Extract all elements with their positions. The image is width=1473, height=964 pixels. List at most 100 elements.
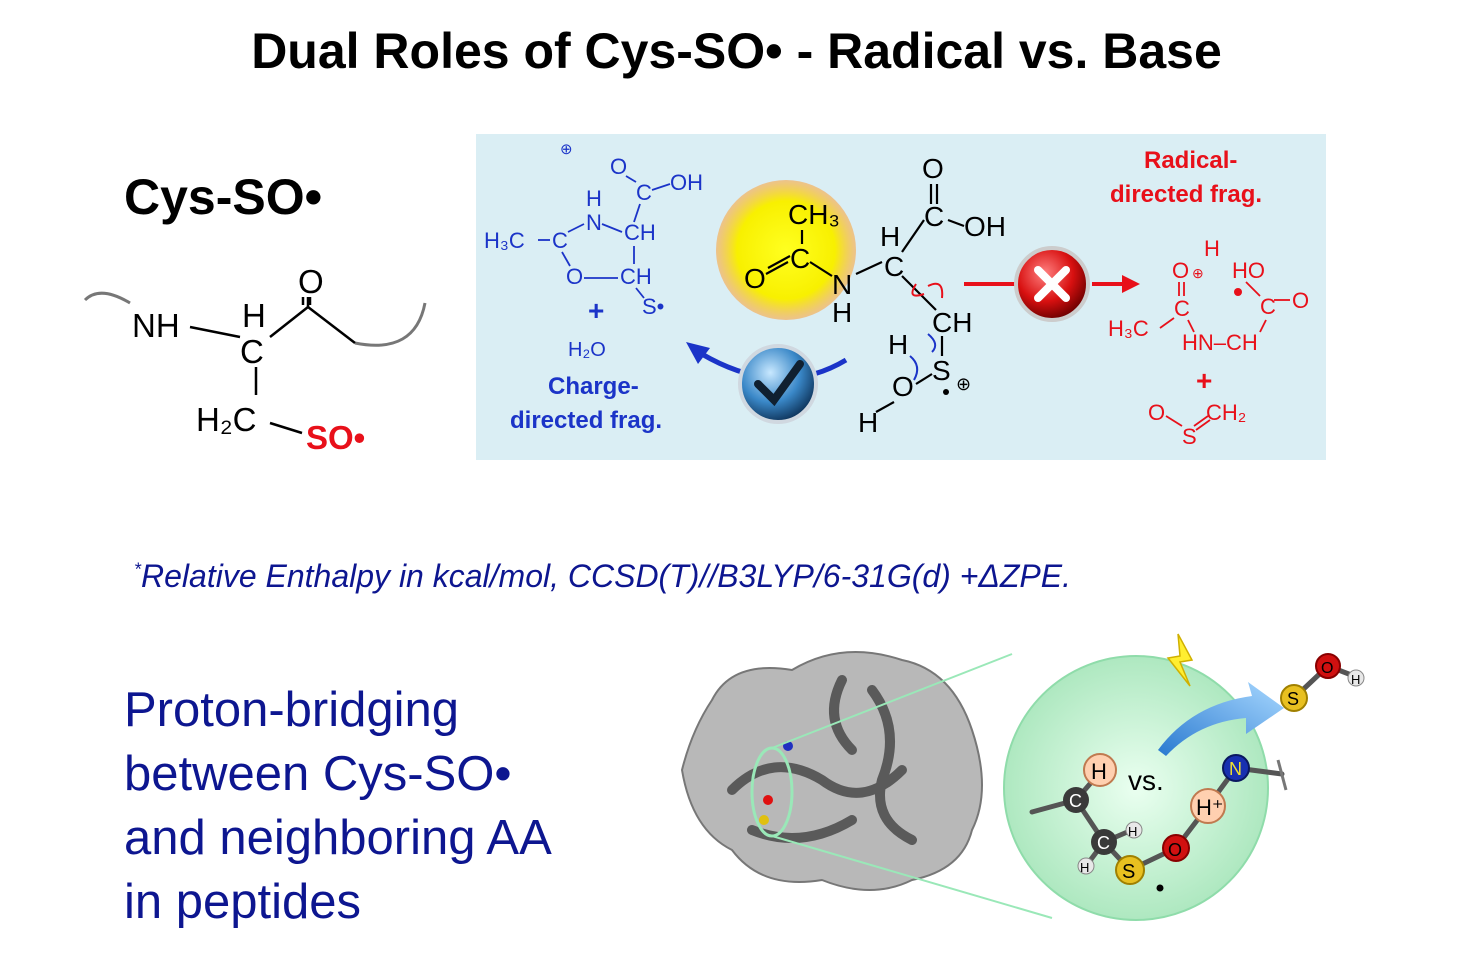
h-top-text: H <box>242 297 266 334</box>
radical-hn-ch: HN–CH <box>1182 330 1258 355</box>
radical-ch2: CH₂ <box>1206 400 1246 425</box>
charge-plus-sign: ⊕ <box>560 141 573 158</box>
charge-s-radical: S• <box>642 294 664 319</box>
bond-ch2-so <box>269 421 303 435</box>
charge-arrow-head <box>686 342 710 364</box>
atom-h3-label: H <box>1080 860 1089 875</box>
vs-text: vs. <box>1128 765 1164 796</box>
radical-directed-product: Radical- directed frag. H O ⊕ HO H₃C C C… <box>1108 147 1309 449</box>
atom-s-outer <box>1280 684 1308 712</box>
reactant-o-top: O <box>922 153 944 184</box>
reactant-plus-sign: ⊕ <box>956 374 971 394</box>
atom-h-outer <box>1347 669 1365 687</box>
atom-s-label: S <box>1122 861 1135 883</box>
radical-o-s: O <box>1148 400 1165 425</box>
reaction-scheme: ⊕ H O C OH H₃C C N CH O CH S• + H₂O Char… <box>484 141 1309 449</box>
close-icon <box>1034 266 1070 302</box>
charge-h: H <box>586 186 602 211</box>
reactant-o-eq: O <box>744 263 766 294</box>
charge-o-ring: O <box>566 264 583 289</box>
atom-s-small <box>759 815 769 825</box>
charge-label-line2: directed frag. <box>510 407 662 434</box>
charge-c-plus: C <box>552 228 568 253</box>
atom-o-outer-label: O <box>1321 660 1333 677</box>
reactant-h-n: H <box>832 297 852 328</box>
electron-arrow-red-1 <box>911 283 925 297</box>
reactant-s-plus: S <box>932 355 951 386</box>
reactant-bonds <box>765 184 965 413</box>
atom-c2-zoom <box>1091 829 1117 855</box>
acetyl-glow <box>716 180 856 320</box>
radical-o-right: O <box>1292 288 1309 313</box>
atom-n-zoom <box>1222 754 1250 782</box>
reactant-h-o: H <box>858 407 878 438</box>
radical-c-right: C <box>1260 294 1276 319</box>
charge-cooh-o: O <box>610 154 627 179</box>
electron-arrow-red-2 <box>927 282 944 299</box>
charge-ch-lower: CH <box>620 264 652 289</box>
electron-arrow-blue-2 <box>927 333 937 353</box>
charge-cooh-oh: OH <box>670 170 703 195</box>
atom-o-small <box>763 795 773 805</box>
radical-dot <box>1234 288 1242 296</box>
body-line-4: in peptides <box>124 875 362 929</box>
charge-directed-product: ⊕ H O C OH H₃C C N CH O CH S• + H₂O Char… <box>484 141 703 434</box>
radical-o-plus: O <box>1172 258 1189 283</box>
bond-n-c <box>189 325 241 339</box>
radical-label-line2: directed frag. <box>1110 181 1262 208</box>
reactant-molecule: CH₃ O C N H H C O C OH CH H S ⊕ O H <box>744 153 1006 438</box>
radical-arrow-head <box>1122 275 1140 293</box>
radical-h3c: H₃C <box>1108 316 1149 341</box>
reactant-n: N <box>832 269 852 300</box>
zoom-line-bottom <box>771 835 1053 919</box>
bond-wiggle <box>1276 759 1288 791</box>
atom-n-label: N <box>1229 759 1242 779</box>
reactant-ch-beta: CH <box>932 307 972 338</box>
atom-s-outer-label: S <box>1287 689 1299 709</box>
footnote-mark: * <box>134 559 142 580</box>
atom-hplus-zoom <box>1190 788 1226 824</box>
charge-n: N <box>586 210 602 235</box>
radical-plus-sign: ⊕ <box>1192 265 1204 281</box>
charge-h3c: H₃C <box>484 228 525 253</box>
radical-h-top: H <box>1204 236 1220 261</box>
lightning-icon <box>1166 633 1194 687</box>
atom-s-zoom <box>1115 855 1145 885</box>
atom-h-outer-label: H <box>1351 672 1360 687</box>
cys-so-label: Cys-SO• <box>124 169 323 225</box>
body-line-2: between Cys-SO• <box>124 747 512 801</box>
charge-plus: + <box>588 295 604 326</box>
atom-h-zoom <box>1083 753 1117 787</box>
charge-water: H₂O <box>568 339 606 361</box>
charge-label-line1: Charge- <box>548 373 639 400</box>
atom-o-zoom <box>1162 834 1190 862</box>
atom-o-label: O <box>1168 840 1182 860</box>
reactant-oh: OH <box>964 211 1006 242</box>
atom-h-label: H <box>1091 759 1107 784</box>
reactant-h-alpha: H <box>880 221 900 252</box>
o-top-text: O <box>298 263 324 300</box>
atom-h2-label: H <box>1128 824 1137 839</box>
zoom-line-top <box>771 653 1013 749</box>
nh-text: NH <box>132 307 180 344</box>
radical-bonds <box>1159 281 1290 431</box>
body-line-1: Proton-bridging <box>124 683 460 737</box>
charge-bonds <box>538 175 671 299</box>
protein-illustration: H C C H H S O H⁺ N vs. S O H <box>680 633 1365 921</box>
atom-h3-zoom <box>1077 857 1095 875</box>
reactant-ch3: CH₃ <box>788 199 840 230</box>
radical-s: S <box>1182 424 1197 449</box>
atom-c1-zoom <box>1063 787 1089 813</box>
radical-plus: + <box>1196 365 1212 396</box>
charge-cooh-c: C <box>636 180 652 205</box>
radical-ho: HO <box>1232 258 1265 283</box>
h2c-text: H₂C <box>196 401 256 438</box>
bond-co-chain <box>307 306 356 344</box>
reactant-h-beta: H <box>888 329 908 360</box>
reaction-scheme-box <box>476 134 1326 460</box>
so-radical-text: SO• <box>306 419 365 456</box>
atom-o-outer <box>1315 653 1341 679</box>
zoom-radical-dot <box>1156 884 1164 892</box>
reactant-c-alpha: C <box>884 251 904 282</box>
backbone-right-wave <box>354 302 427 347</box>
